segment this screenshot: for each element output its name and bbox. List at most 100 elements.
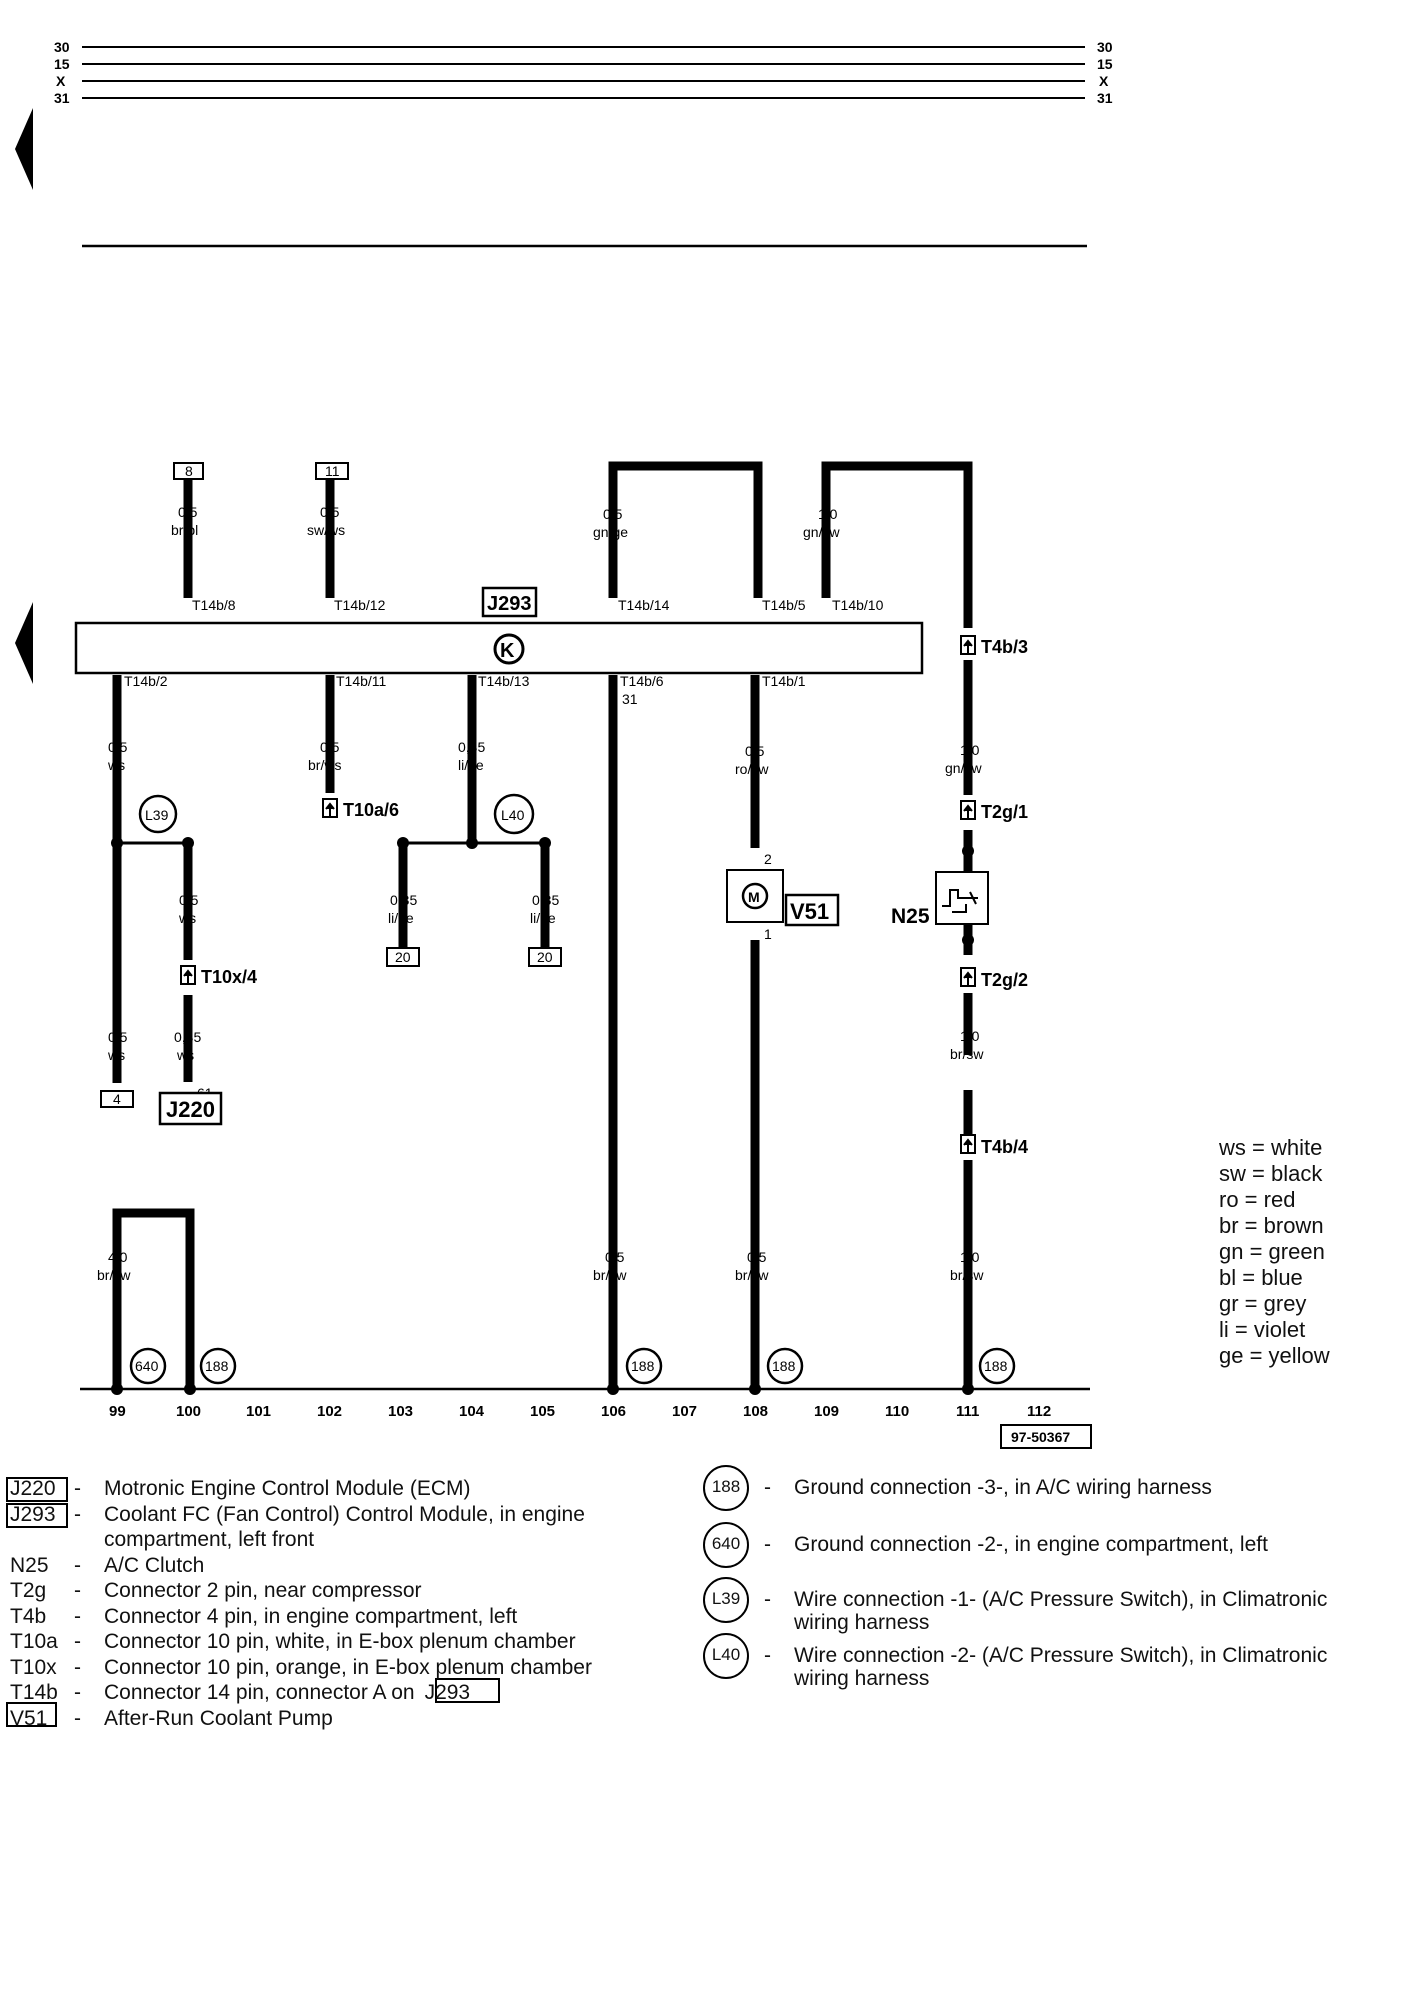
rail-label-right-31: 31 — [1097, 90, 1113, 106]
ref-code-box — [1000, 1424, 1092, 1449]
continuation-arrow-middle[interactable] — [15, 602, 33, 684]
ground-node-188-b-icon[interactable] — [625, 1347, 663, 1385]
track-103: 103 — [388, 1403, 413, 1420]
pin-t14b11: T14b/11 — [336, 673, 387, 689]
track-100: 100 — [176, 1403, 201, 1420]
pump-v51-label: V51 — [790, 899, 829, 924]
bus-rails — [82, 46, 1085, 99]
ref-box-20-b-label: 20 — [537, 949, 553, 965]
splice-dots — [111, 837, 974, 946]
legend-node-label: 188 — [711, 1477, 741, 1496]
ref-box-20-a-label: 20 — [395, 949, 411, 965]
rail-label-left-30: 30 — [54, 39, 70, 55]
track-102: 102 — [317, 1403, 342, 1420]
ref-box-20-b[interactable] — [528, 947, 562, 967]
ground-node-188-c: 188 — [772, 1358, 796, 1374]
legend-row: V51-After-Run Coolant Pump — [0, 1706, 690, 1732]
color-key-item: li = violet — [1219, 1317, 1306, 1342]
wire-color-n25-top: gn/sw — [945, 760, 982, 776]
ground-node-188-a: 188 — [205, 1358, 229, 1374]
legend-dash: - — [74, 1630, 81, 1653]
conn-box-11[interactable] — [315, 462, 349, 480]
wire-size-box4: 0,5 — [108, 1029, 128, 1045]
color-key-item: br = brown — [1219, 1213, 1324, 1238]
ground-node-188-d: 188 — [984, 1358, 1008, 1374]
wire-color-ground-111: br/sw — [950, 1267, 984, 1283]
rail-label-right-x: X — [1099, 73, 1109, 89]
wire-color-ground-99: br/sw — [97, 1267, 131, 1283]
continuation-arrow-top[interactable] — [15, 108, 33, 190]
track-99: 99 — [109, 1403, 126, 1420]
node-l40-label: L40 — [501, 807, 525, 823]
rail-label-right-30: 30 — [1097, 39, 1113, 55]
conn-box-8[interactable] — [173, 462, 204, 480]
clutch-icon — [942, 889, 978, 913]
legend-dash: - — [764, 1533, 771, 1556]
ground-node-188-a-icon[interactable] — [199, 1347, 237, 1385]
legend-dash: - — [764, 1644, 771, 1667]
legend-row: -Wire connection -1- (A/C Pressure Switc… — [764, 1588, 1327, 1611]
legend-dash: - — [74, 1477, 81, 1500]
connector-t4b4: T4b/4 — [981, 1137, 1028, 1157]
legend-dash: - — [74, 1655, 81, 1679]
wire-size-ground-99: 4,0 — [108, 1249, 128, 1265]
wire-size-t14b2: 0,5 — [108, 739, 128, 755]
legend-code: N25 — [10, 1553, 49, 1577]
ref-box-20-a[interactable] — [386, 947, 420, 967]
legend-code: T14b — [10, 1681, 58, 1704]
wire-color-t14b13: li/ge — [458, 757, 484, 773]
clutch-n25-label: N25 — [891, 905, 930, 928]
legend-text: Motronic Engine Control Module (ECM) — [104, 1477, 471, 1500]
wire-color-j220: ws — [176, 1047, 194, 1063]
legend-code-box-j293 — [6, 1503, 68, 1528]
wire-size-n25-top: 1,0 — [960, 742, 980, 758]
node-l40-icon[interactable] — [493, 793, 535, 835]
ground-node-188-d-icon[interactable] — [978, 1347, 1016, 1385]
wire-color-t14b10: gn/sw — [803, 524, 840, 540]
connector-icons — [180, 635, 976, 1154]
legend-text: Wire connection -1- (A/C Pressure Switch… — [794, 1588, 1328, 1611]
legend-node-icon-640 — [703, 1522, 749, 1568]
color-key-item: gn = green — [1219, 1239, 1325, 1264]
legend-code: T2g — [10, 1579, 47, 1602]
connector-t2g2: T2g/2 — [981, 970, 1028, 990]
legend-row: T4b-Connector 4 pin, in engine compartme… — [0, 1604, 690, 1630]
ref-box-4[interactable] — [100, 1090, 134, 1108]
wire-color-l40-a: li/ge — [388, 910, 414, 926]
legend-node-label: L39 — [711, 1589, 741, 1608]
ground-node-188-c-icon[interactable] — [766, 1347, 804, 1385]
color-key-item: ro = red — [1219, 1187, 1296, 1212]
wire-size-ground-108: 0,5 — [747, 1249, 767, 1265]
legend-dash: - — [74, 1579, 81, 1602]
legend-row: wiring harness — [764, 1611, 929, 1634]
rail-label-left-x: X — [56, 73, 66, 89]
pin-t14b12: T14b/12 — [334, 597, 386, 613]
legend-code: T4b — [10, 1604, 47, 1628]
legend-text: Ground connection -3-, in A/C wiring har… — [794, 1476, 1212, 1499]
ground-node-640-icon[interactable] — [129, 1347, 167, 1385]
color-key-item: ge = yellow — [1219, 1343, 1330, 1368]
legend-dash: - — [74, 1553, 81, 1577]
pin-t14b10: T14b/10 — [832, 597, 884, 613]
legend-left: J220-Motronic Engine Control Module (ECM… — [0, 1476, 690, 1731]
wire-size-ground-111: 1,0 — [960, 1249, 980, 1265]
node-l39-icon[interactable] — [138, 794, 178, 834]
track-104: 104 — [459, 1403, 485, 1420]
track-107: 107 — [672, 1403, 697, 1420]
legend-text: Coolant FC (Fan Control) Control Module,… — [104, 1502, 585, 1526]
track-108: 108 — [743, 1403, 768, 1420]
connector-t10x4: T10x/4 — [201, 967, 257, 987]
conn-box-11-label: 11 — [325, 463, 340, 479]
ecm-j220-box[interactable] — [158, 1091, 223, 1126]
wire-size-t14b14: 0,5 — [603, 506, 623, 522]
rail-label-left-15: 15 — [54, 56, 70, 72]
wire-size-t14b8: 0,5 — [178, 504, 198, 520]
legend-node-label: L40 — [711, 1645, 741, 1664]
legend-row: -Ground connection -2-, in engine compar… — [764, 1533, 1268, 1556]
legend-text: wiring harness — [794, 1667, 930, 1690]
module-j293-symbol-icon — [493, 633, 525, 665]
legend-code — [0, 1527, 74, 1553]
legend-node-icon-l40 — [703, 1633, 749, 1679]
